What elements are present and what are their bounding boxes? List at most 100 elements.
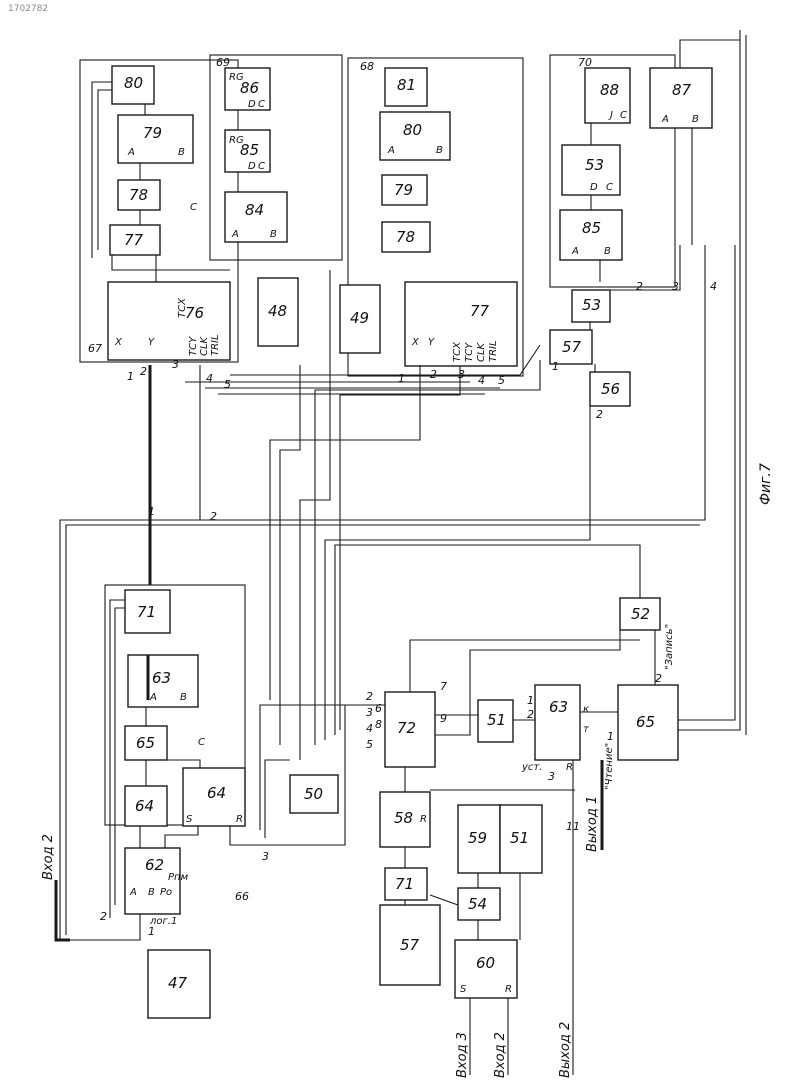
block-84-port-rg: RG [229, 72, 244, 83]
block-71-port-a: A [129, 887, 137, 898]
block-80b-label: 80 [403, 121, 422, 139]
wire-up-a [270, 365, 420, 700]
block-77b-port-tcx: TCX [452, 341, 463, 362]
block-71-port-p0: Pо [160, 887, 172, 898]
block-88-port-c: C [620, 110, 627, 121]
pin-4a: 4 [206, 372, 213, 385]
pin-2-62: 2 [527, 708, 534, 721]
block-77a-port-tril: TRIL [210, 334, 221, 356]
block-55-label: 56 [601, 380, 620, 398]
block-87-port-c: C [606, 182, 613, 193]
pin-1b: 1 [398, 372, 405, 385]
block-83-port-rg: RG [229, 135, 244, 146]
block-53-label: 53 [582, 296, 601, 314]
pin-1-56: 1 [552, 360, 559, 373]
letter-c-top: C [190, 202, 197, 213]
block-82-port-a: A [231, 229, 239, 240]
input-2-left: Вход 2 [41, 834, 56, 880]
pin-6-65: 6 [375, 702, 382, 715]
pin-3-70: 3 [672, 280, 679, 293]
block-78a-label: 77 [124, 231, 144, 249]
block-73-port-s: S [186, 814, 193, 825]
block-51b-label: 51 [510, 829, 529, 847]
block-84-port-c: C [258, 99, 265, 110]
block-86-label: 87 [672, 81, 692, 99]
block-79a-label: 78 [129, 186, 148, 204]
block-77b-label: 77 [470, 302, 490, 320]
pin-5-65: 5 [366, 738, 373, 751]
block-80a-port-b: B [178, 147, 185, 158]
block-85-port-b: B [604, 246, 611, 257]
input-2-bottom: Вход 2 [493, 1032, 508, 1078]
block-80a-label: 79 [143, 124, 162, 142]
block-71-port-b: B [148, 887, 155, 898]
letter-r-58: R [420, 814, 427, 825]
block-60-port-s: S [460, 984, 467, 995]
block-74-label: 64 [135, 797, 154, 815]
block-86-port-a: A [661, 114, 669, 125]
block-81b-label: 81 [397, 76, 416, 94]
group-66-label: 66 [235, 890, 249, 903]
block-63-label: 65 [636, 713, 655, 731]
pin-4b: 4 [478, 374, 485, 387]
block-60-label: 60 [476, 954, 495, 972]
pin-5a: 5 [224, 378, 231, 391]
block-81a-label: 80 [124, 74, 143, 92]
pin-4-70: 4 [710, 280, 717, 293]
block-72-port-a: A [149, 692, 157, 703]
pin-9-65: 9 [440, 712, 447, 725]
pin-1-63: 1 [607, 730, 614, 743]
block-72-label: 63 [152, 669, 171, 687]
pin-3a: 3 [172, 358, 179, 371]
block-77a-port-tcy: TCY [188, 336, 199, 356]
pin-2-70: 2 [636, 280, 643, 293]
block-71-label: 62 [145, 856, 164, 874]
pin-3-65: 3 [366, 706, 373, 719]
block-77b-port-x: X [411, 337, 420, 348]
pin-11: 11 [566, 820, 580, 833]
output-1: Выход 1 [585, 796, 600, 852]
block-62-label: 63 [549, 698, 568, 716]
block-52-label: 52 [631, 605, 650, 623]
wire-75-73 [165, 760, 200, 768]
pin-2-65: 2 [366, 690, 373, 703]
block-77b-port-tcy: TCY [464, 342, 475, 362]
pin-1-62: 1 [527, 694, 534, 707]
block-77a-port-clk: CLK [199, 335, 210, 356]
block-80a-port-a: A [127, 147, 135, 158]
pin-2b: 2 [430, 368, 437, 381]
block-85-port-a: A [571, 246, 579, 257]
group-68-label: 68 [360, 60, 374, 73]
block-83-port-d: D [248, 161, 256, 172]
letter-c-bottom: C [198, 737, 205, 748]
block-78b-label: 78 [396, 228, 415, 246]
block-85-label: 85 [582, 219, 601, 237]
block-87-port-d: D [590, 182, 598, 193]
block-62 [535, 685, 580, 760]
wire-up-g [340, 366, 460, 730]
pin-3b: 3 [458, 368, 465, 381]
pin-4-65: 4 [366, 722, 373, 735]
block-47-label: 47 [168, 974, 188, 992]
block-77a-port-tcx: TCX [177, 297, 188, 318]
block-57-label: 57 [400, 936, 420, 954]
output-2: Выход 2 [558, 1022, 573, 1078]
pin-2-55: 2 [596, 408, 603, 421]
block-71-port-ppm: Pпм [168, 872, 189, 883]
block-77a-port-x: X [114, 337, 123, 348]
pin-1a: 1 [127, 370, 134, 383]
bus-input2 [56, 880, 70, 940]
block-77a-port-y: Y [148, 337, 155, 348]
block-79b-label: 79 [394, 181, 413, 199]
block-84-port-d: D [248, 99, 256, 110]
pin-1-71: 1 [148, 925, 155, 938]
pin-1-left: 1 [148, 505, 155, 518]
wire-up-b [280, 365, 300, 745]
group-70-label: 70 [578, 56, 592, 69]
block-50-label: 50 [304, 785, 323, 803]
block-58-label: 58 [394, 809, 413, 827]
block-56-label: 57 [562, 338, 582, 356]
block-73-port-r: R [236, 814, 243, 825]
wire-up-d [315, 360, 540, 745]
